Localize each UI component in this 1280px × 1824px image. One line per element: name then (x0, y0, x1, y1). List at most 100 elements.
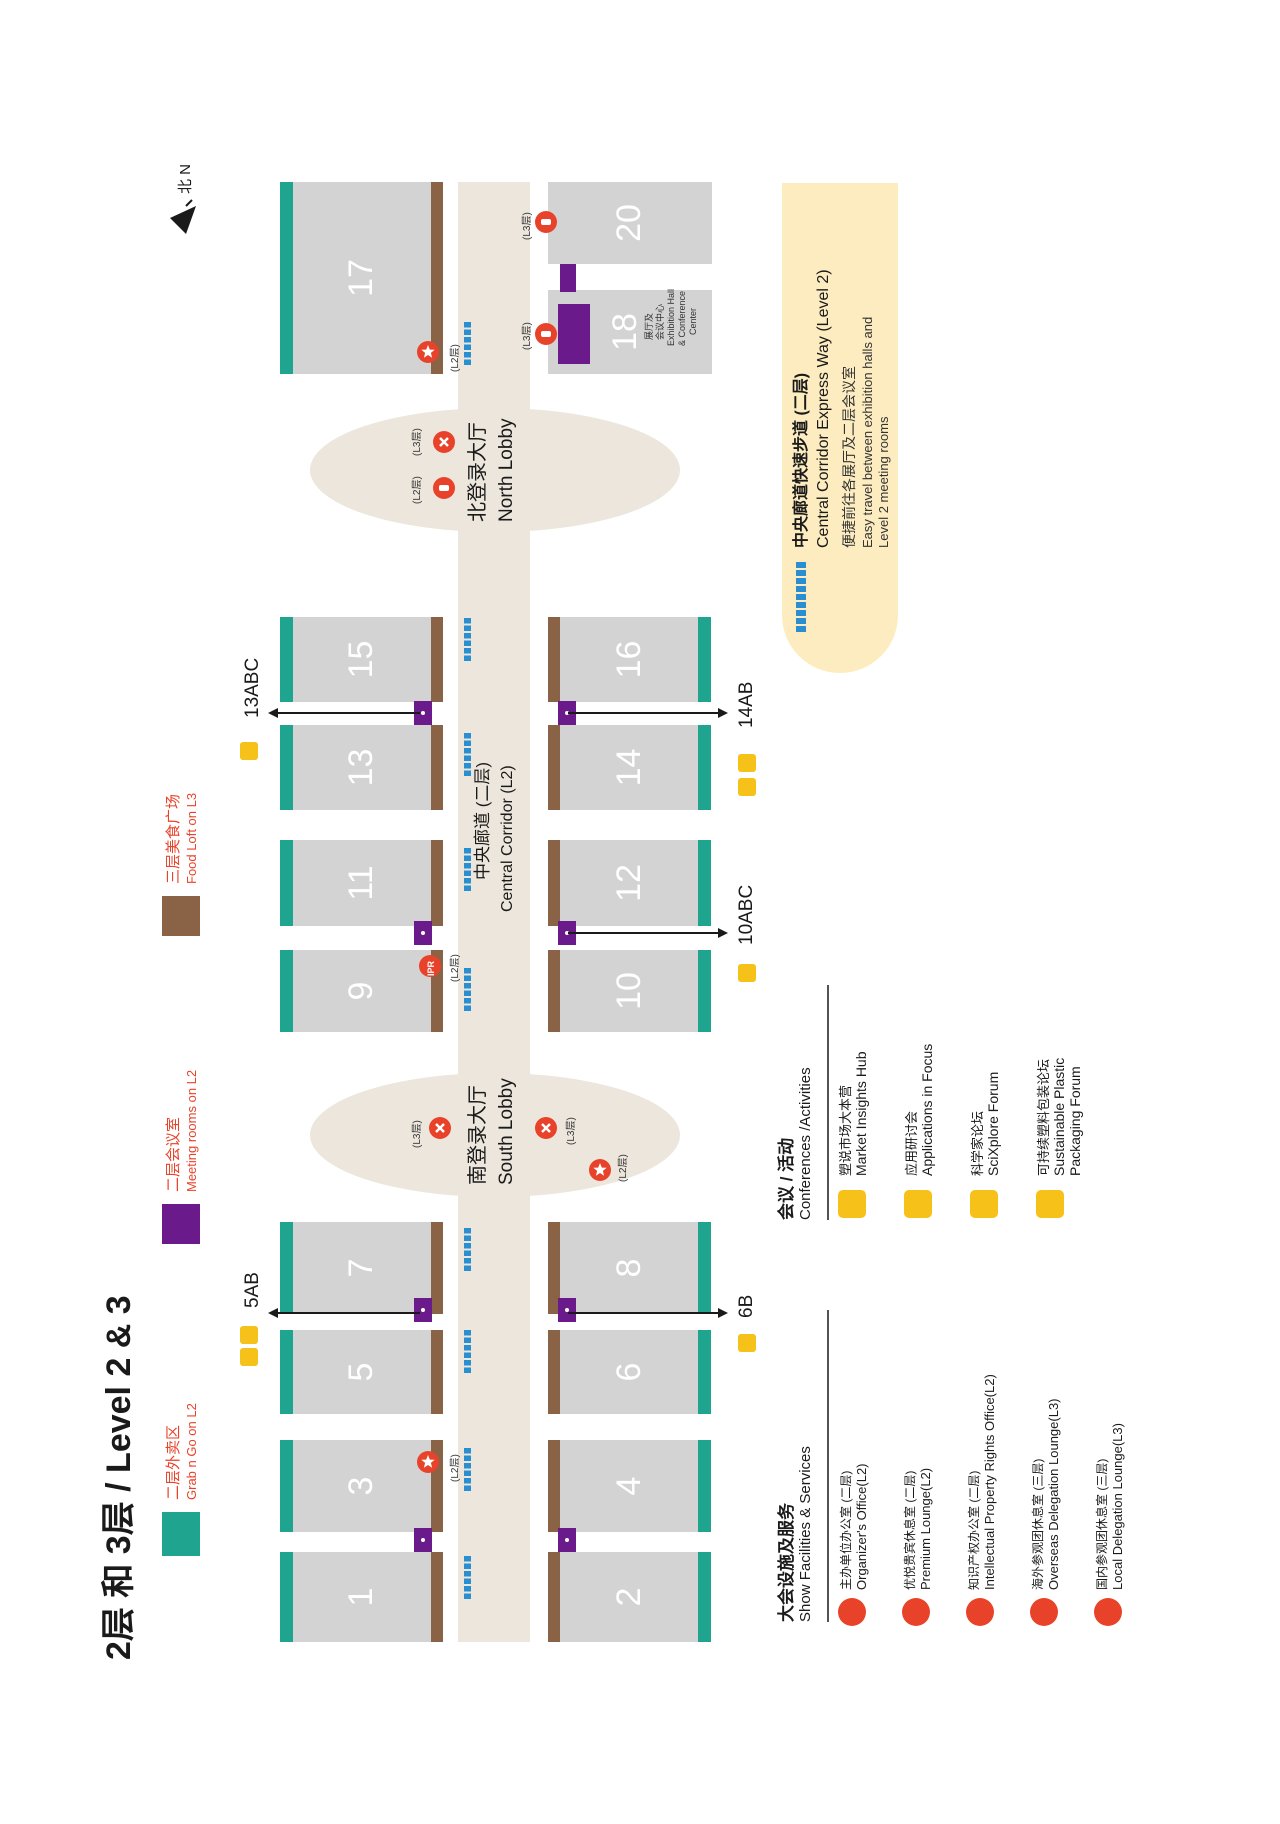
hall-14-food-loft (548, 725, 560, 810)
hall-2-floor (548, 1552, 706, 1642)
market-insights-icon (240, 1348, 258, 1366)
hall-16-number: 16 (610, 641, 648, 679)
hall-11-number: 11 (342, 865, 380, 900)
hall-1-food-loft (431, 1552, 443, 1642)
hall-6[interactable]: 6 (548, 1330, 711, 1414)
legend-brown-en: Food Loft on L3 (184, 793, 199, 884)
express-dash (464, 1360, 471, 1366)
hall-10[interactable]: 10 (548, 950, 711, 1032)
hall-11[interactable]: 11 (280, 840, 443, 926)
hall-16[interactable]: 16 (548, 617, 711, 702)
express-dash (464, 1586, 471, 1592)
hall-6-floor (548, 1330, 706, 1414)
express-dash (464, 1243, 471, 1249)
express-info-box: 中央廊道快速步道 (二层) Central Corridor Express W… (782, 183, 898, 673)
sustainable-plastic-icon (240, 1326, 258, 1344)
hall-2[interactable]: 2 (548, 1552, 711, 1642)
legend-swatch-purple (162, 1204, 200, 1244)
marker-organizer-hall17 (417, 341, 439, 363)
legend-purple-en: Meeting rooms on L2 (184, 1070, 199, 1192)
room-13abc: 13ABC (242, 658, 263, 718)
express-box-bg (782, 183, 898, 673)
hall-13[interactable]: 13 (280, 725, 443, 810)
facility-0-en: Organizer's Office(L2) (854, 1463, 869, 1590)
north-lobby-cn: 北登录大厅 (466, 422, 489, 522)
conference-2-cn: 科学家论坛 (970, 1111, 985, 1176)
hall-9-floor (280, 950, 438, 1032)
express-dash (464, 359, 471, 365)
south-lobby-label: 南登录大厅 South Lobby (466, 1078, 517, 1185)
marker-lounge-north-l3 (433, 431, 455, 453)
hall-9-grab-n-go (280, 950, 293, 1032)
page-title: 2层 和 3层 / Level 2 & 3 (100, 1295, 138, 1660)
hall-7-grab-n-go (280, 1222, 293, 1314)
express-dash (464, 1470, 471, 1476)
facility-4-cn: 国内参观团休息室 (三层) (1094, 1459, 1109, 1590)
room-icons (240, 742, 756, 1366)
hall-10-food-loft (548, 950, 560, 1032)
express-dash (464, 1463, 471, 1469)
hall-13-floor (280, 725, 438, 810)
hall-17-floor (280, 182, 438, 374)
hall-15-floor (280, 617, 438, 702)
south-lobby-cn: 南登录大厅 (466, 1085, 489, 1185)
hall-12[interactable]: 12 (548, 840, 711, 926)
hall-18-note: 展厅及 会议中心 Exhibition Hall & Conference Ce… (644, 289, 698, 346)
facilities-header-cn: 大会设施及服务 (776, 1502, 796, 1622)
tag-hall9-l2: (L2层) (449, 954, 461, 982)
hall-18[interactable]: 18 (548, 264, 712, 374)
express-dash (464, 998, 471, 1004)
express-dash (464, 770, 471, 776)
marker-organizer-south (589, 1159, 611, 1181)
hall-20[interactable]: 20 (548, 182, 712, 264)
express-dash (464, 618, 471, 624)
hall-18-meeting-room-2 (560, 264, 576, 292)
tag-south-l3b: (L3层) (565, 1117, 577, 1145)
facility-1-cn: 优悦贵宾休息室 (二层) (902, 1471, 917, 1590)
hall-18-number: 18 (606, 313, 644, 351)
hall-8[interactable]: 8 (548, 1222, 711, 1314)
floor-tags: (L2层)(L2层)(L2层)(L3层)(L3层)(L2层)(L2层)(L3层)… (411, 212, 629, 1482)
hall-7[interactable]: 7 (280, 1222, 443, 1314)
room-5ab: 5AB (242, 1272, 263, 1308)
hall-15-food-loft (431, 617, 443, 702)
express-dash (464, 625, 471, 631)
conference-3-en2: Packaging Forum (1067, 1066, 1083, 1176)
express-dash (464, 983, 471, 989)
hall-14[interactable]: 14 (548, 725, 711, 810)
hall-9[interactable]: 9 (280, 950, 443, 1032)
hall-7-floor (280, 1222, 438, 1314)
conference-3-en: Sustainable Plastic (1051, 1058, 1067, 1176)
hall-15[interactable]: 15 (280, 617, 443, 702)
hall-12-grab-n-go (698, 840, 711, 926)
room-10abc: 10ABC (736, 885, 757, 945)
marker-lounge-south-l3b (535, 1117, 557, 1139)
express-dash (464, 885, 471, 891)
hall-3[interactable]: 3 (280, 1440, 443, 1532)
hall-1[interactable]: 1 (280, 1552, 443, 1642)
legend-green-en: Grab n Go on L2 (184, 1403, 199, 1500)
facilities-legend: 大会设施及服务 Show Facilities & Services 主办单位办… (776, 1310, 1125, 1626)
north-lobby-label: 北登录大厅 North Lobby (466, 418, 517, 522)
room-14ab: 14AB (736, 682, 757, 728)
hall-20-floor (548, 182, 712, 264)
hall-5[interactable]: 5 (280, 1330, 443, 1414)
hall-10-floor (548, 950, 706, 1032)
facility-2-cn: 知识产权办公室 (二层) (966, 1471, 981, 1590)
express-dash (464, 1265, 471, 1271)
express-way-markers (464, 322, 471, 1599)
hall-20-number: 20 (610, 204, 648, 242)
market-insights-icon (738, 1334, 756, 1352)
express-dash (464, 1228, 471, 1234)
hall-1-grab-n-go (280, 1552, 293, 1642)
express-dash (464, 322, 471, 328)
tag-hall18-l3: (L3层) (521, 322, 533, 350)
hall18-note-5: Center (688, 308, 698, 335)
marker-hall18 (535, 323, 557, 345)
express-dash (464, 1478, 471, 1484)
express-desc-en-2: Level 2 meeting rooms (876, 416, 891, 548)
hall-4[interactable]: 4 (548, 1440, 711, 1532)
hall-17[interactable]: 17 (280, 182, 443, 374)
hall-5-floor (280, 1330, 438, 1414)
hall-12-number: 12 (610, 864, 648, 902)
